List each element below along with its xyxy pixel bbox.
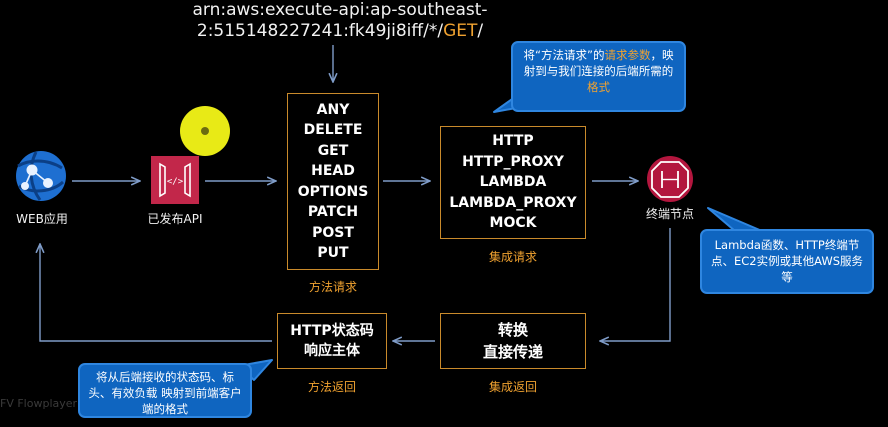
integration-response-caption: 集成返回 — [488, 380, 537, 394]
integration-type: LAMBDA — [479, 174, 547, 191]
method-response-line: HTTP状态码 — [290, 323, 374, 339]
integration-type: MOCK — [489, 215, 537, 232]
web-app-globe-icon — [16, 151, 66, 201]
arn-line-1: arn:aws:execute-api:ap-southeast- — [192, 0, 488, 20]
integration-response-line: 直接传递 — [482, 343, 543, 361]
arn-http-method: GET — [443, 21, 478, 41]
web-app-label: WEB应用 — [16, 212, 68, 226]
callout-response-mapping: 将从后端接收的状态码、标头、有效负载 映射到前端客户端的格式 — [78, 363, 252, 418]
method-request-box: ANY DELETE GET HEAD OPTIONS PATCH POST P… — [287, 93, 379, 270]
method-item: OPTIONS — [297, 183, 369, 200]
method-item: ANY — [316, 101, 350, 118]
method-request-caption: 方法请求 — [308, 280, 357, 294]
endpoint-octagon-icon — [647, 156, 693, 202]
method-response-box: HTTP状态码 响应主体 — [277, 313, 387, 369]
callout-endpoint-types: Lambda函数、HTTP终端节点、EC2实例或其他AWS服务等 — [700, 229, 874, 294]
method-response-line: 响应主体 — [304, 343, 360, 359]
callout-top-highlight-2: 格式 — [587, 80, 610, 94]
method-item: PATCH — [307, 204, 359, 220]
arn-line-2-prefix: 2:515148227241:fk49ji8iff/*/ — [196, 21, 444, 41]
callout-parameter-mapping: 将“方法请求”的请求参数，映射到与我们连接的后端所需的格式 — [511, 41, 686, 112]
integration-request-box: HTTP HTTP_PROXY LAMBDA LAMBDA_PROXY MOCK — [440, 126, 586, 239]
cursor-highlight-icon — [180, 106, 230, 156]
arn-text: arn:aws:execute-api:ap-southeast- 2:5151… — [160, 0, 520, 42]
integration-response-box: 转换 直接传递 — [440, 313, 586, 369]
integration-type: HTTP — [492, 133, 534, 150]
arrow-endpoint-to-integration-response — [600, 228, 671, 341]
method-item: POST — [312, 224, 354, 241]
method-response-caption: 方法返回 — [307, 380, 356, 394]
callout-right-tail — [707, 207, 763, 232]
callout-top-highlight-1: 请求参数 — [604, 48, 651, 62]
integration-response-line: 转换 — [497, 321, 528, 339]
method-item: HEAD — [311, 163, 355, 179]
integration-type: HTTP_PROXY — [462, 153, 564, 170]
method-item: DELETE — [303, 122, 363, 138]
svg-text:</>: </> — [167, 177, 184, 187]
arn-line-2: 2:515148227241:fk49ji8iff/*/GET/ — [160, 21, 520, 42]
api-gateway-icon: </> — [151, 156, 199, 204]
method-item: PUT — [317, 245, 349, 261]
video-player-watermark: FV Flowplayer — [0, 397, 78, 410]
arn-line-2-suffix: / — [477, 21, 484, 41]
integration-type: LAMBDA_PROXY — [449, 194, 577, 211]
integration-request-caption: 集成请求 — [488, 250, 537, 264]
method-item: GET — [317, 142, 349, 159]
published-api-label: 已发布API — [147, 212, 203, 226]
endpoint-label: 终端节点 — [645, 207, 694, 221]
callout-top-text-1: 将“方法请求”的 — [523, 48, 605, 62]
arrow-method-response-to-webapp — [40, 244, 272, 342]
callout-top-text-2: ，映射到与我们连接的后端所需的 — [523, 48, 674, 78]
